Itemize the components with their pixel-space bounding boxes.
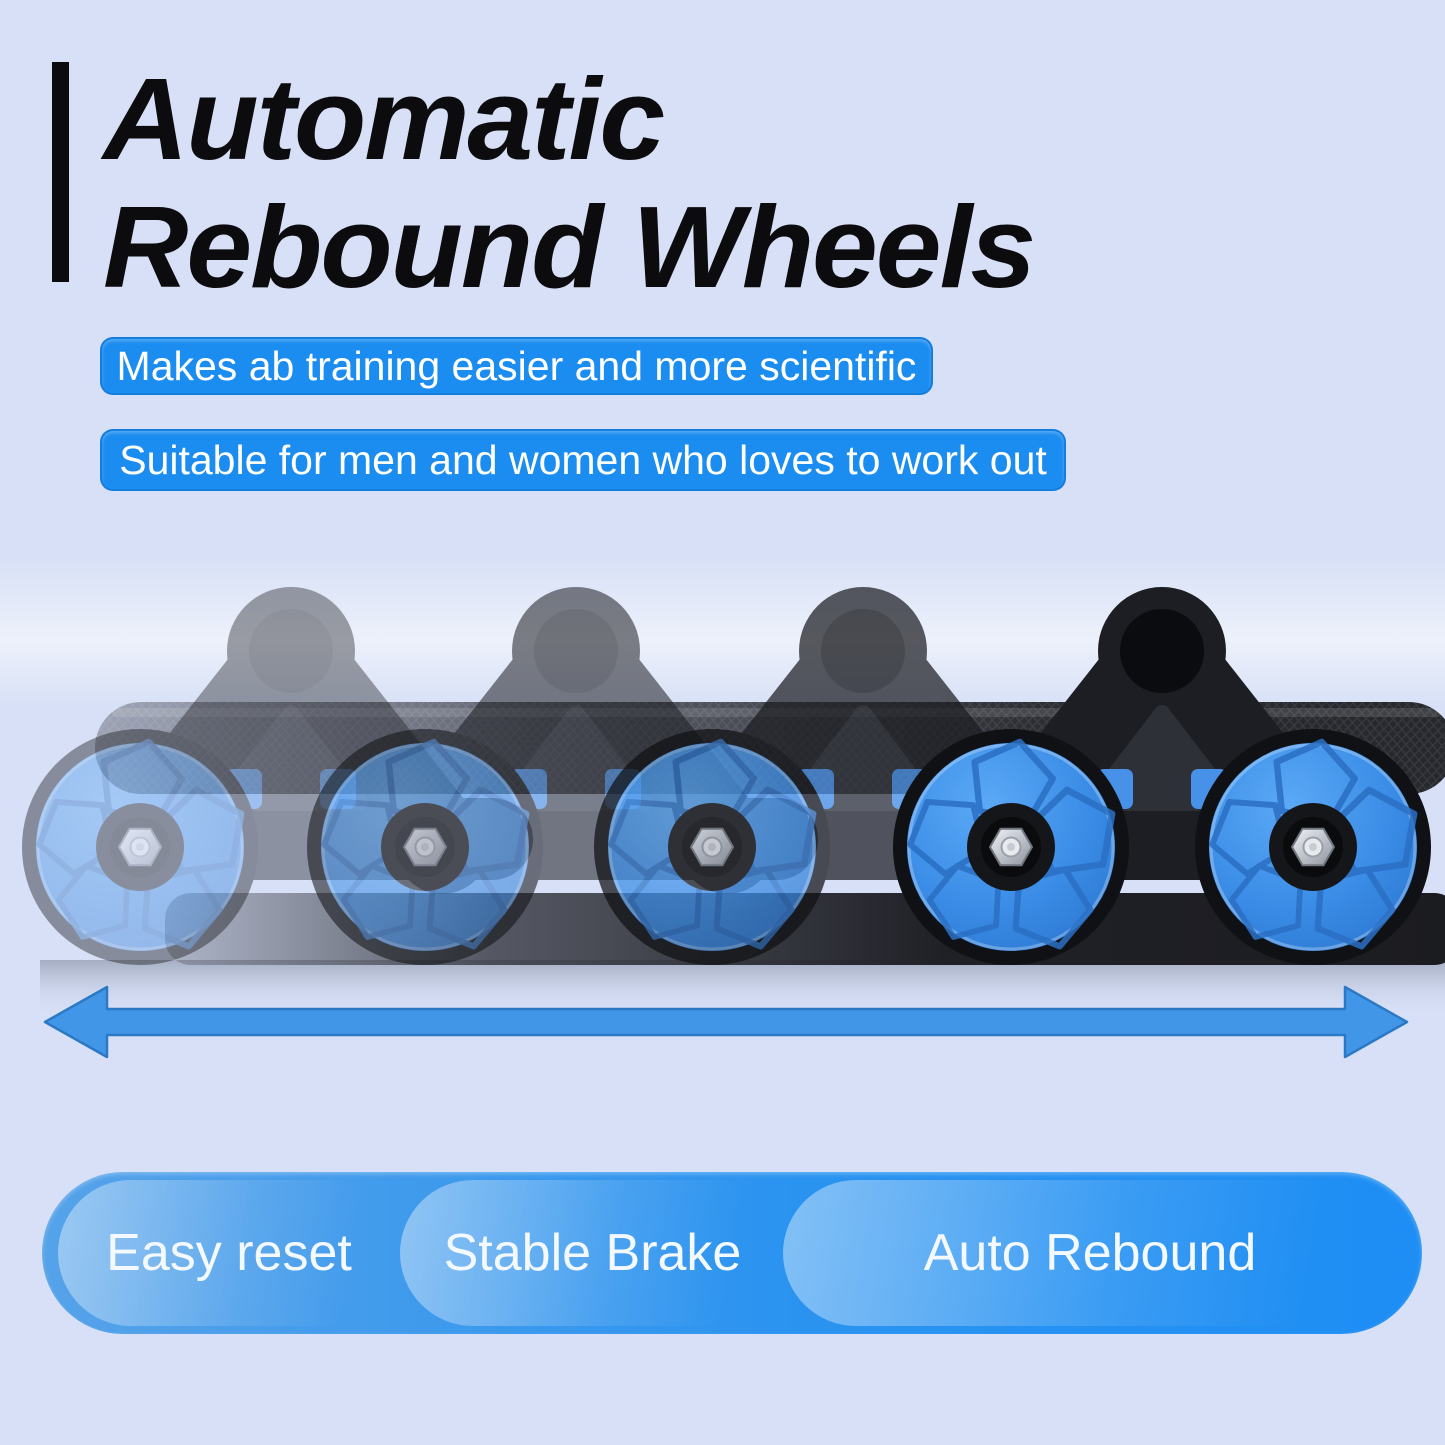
feature-pill-stable-brake: Stable Brake <box>400 1180 785 1326</box>
ab-roller-illustration <box>0 540 1445 1059</box>
page-title-line1: Automatic <box>103 54 665 184</box>
title-accent-bar <box>52 62 69 282</box>
feature-pill-auto-rebound: Auto Rebound <box>783 1180 1397 1326</box>
feature-capsule: Easy reset Stable Brake Auto Rebound <box>42 1172 1422 1334</box>
feature-banner-1: Makes ab training easier and more scient… <box>100 337 933 395</box>
feature-pill-easy-reset: Easy reset <box>58 1180 400 1326</box>
motion-arrow-icon <box>43 985 1409 1059</box>
title-block: Automatic Rebound Wheels <box>52 55 1036 311</box>
feature-banner-2: Suitable for men and women who loves to … <box>100 429 1066 491</box>
page-title: Automatic Rebound Wheels <box>103 54 1036 312</box>
page-title-line2: Rebound Wheels <box>103 181 1036 312</box>
